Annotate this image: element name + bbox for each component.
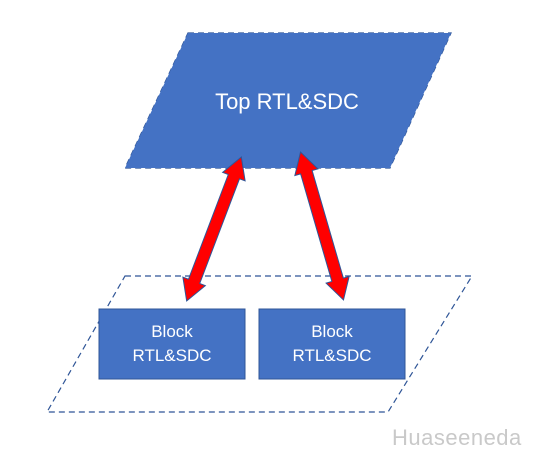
top-rtl-sdc-shape xyxy=(125,33,451,168)
arrow-right-double-shape xyxy=(294,151,350,301)
block-1-label-line2: RTL&SDC xyxy=(132,346,211,365)
block-region-outline xyxy=(45,275,474,413)
block-1-box xyxy=(98,308,246,380)
block-2-label-line2: RTL&SDC xyxy=(292,346,371,365)
arrow-left-double xyxy=(182,156,246,302)
top-rtl-sdc-label: Top RTL&SDC xyxy=(215,89,359,114)
arrow-right-double xyxy=(294,151,350,301)
block-1: Block RTL&SDC xyxy=(98,308,246,380)
block-2: Block RTL&SDC xyxy=(258,308,406,380)
watermark-text: Huaseeneda xyxy=(392,425,522,450)
block-2-box xyxy=(258,308,406,380)
block-1-label-line1: Block xyxy=(151,322,193,341)
block-2-label-line1: Block xyxy=(311,322,353,341)
arrow-left-double-shape xyxy=(182,156,246,302)
